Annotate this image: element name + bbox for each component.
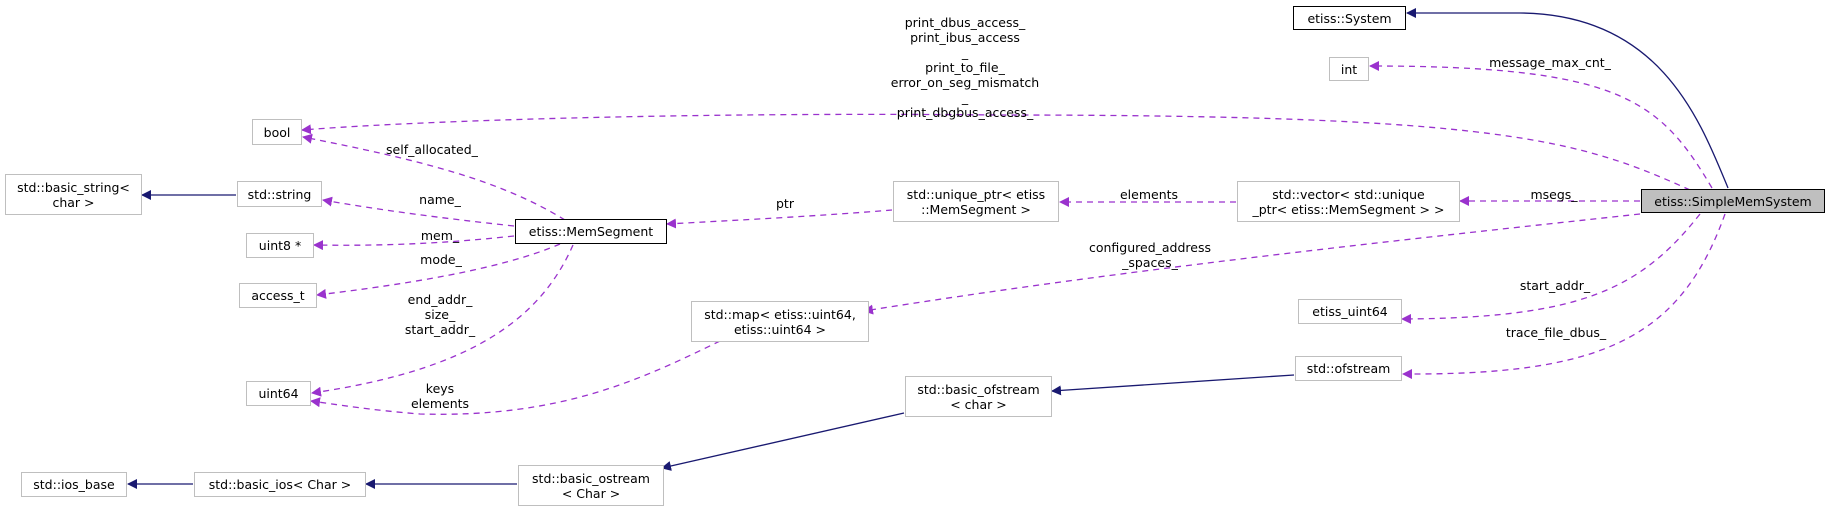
node-vector[interactable]: std::vector< std::unique _ptr< etiss::Me… bbox=[1237, 181, 1460, 222]
node-uint64[interactable]: uint64 bbox=[246, 381, 311, 406]
label-message-max-cnt: message_max_cnt_ bbox=[1489, 55, 1611, 70]
edge-simplememsystem-to-system bbox=[1406, 8, 1729, 189]
edge-memsegment-to-bool bbox=[302, 133, 566, 221]
node-std-string[interactable]: std::string bbox=[237, 181, 322, 207]
node-basic-string[interactable]: std::basic_string< char > bbox=[5, 174, 142, 215]
node-etiss-system[interactable]: etiss::System bbox=[1293, 6, 1406, 30]
node-bool[interactable]: bool bbox=[252, 119, 302, 145]
label-uint64-members: end_addr_ size_ start_addr_ bbox=[404, 292, 476, 337]
node-std-map[interactable]: std::map< etiss::uint64, etiss::uint64 > bbox=[691, 301, 869, 342]
label-bool-members: print_dbus_access_ print_ibus_access _ p… bbox=[890, 15, 1040, 120]
node-unique-ptr[interactable]: std::unique_ptr< etiss ::MemSegment > bbox=[893, 181, 1059, 222]
label-mode: mode_ bbox=[420, 252, 462, 267]
label-name: name_ bbox=[419, 192, 461, 207]
node-int[interactable]: int bbox=[1329, 57, 1369, 81]
edge-map-to-uint64 bbox=[310, 340, 721, 415]
label-configured-address-spaces: configured_address _spaces_ bbox=[1088, 240, 1212, 270]
node-access-t[interactable]: access_t bbox=[239, 283, 317, 308]
label-msegs: msegs_ bbox=[1530, 187, 1578, 202]
label-start-addr: start_addr_ bbox=[1519, 278, 1591, 293]
edge-simplememsystem-to-int bbox=[1369, 61, 1713, 189]
label-elements: elements bbox=[1119, 187, 1179, 202]
edge-memsegment-to-uint64 bbox=[311, 244, 574, 397]
node-uint8-ptr[interactable]: uint8 * bbox=[246, 233, 314, 258]
edge-memsegment-to-uint8 bbox=[313, 235, 515, 251]
edge-basic-ostream-to-basic-ofstream bbox=[661, 412, 905, 471]
node-basic-ostream[interactable]: std::basic_ostream < Char > bbox=[518, 465, 664, 506]
label-map-members: keys elements bbox=[410, 381, 470, 411]
label-ptr: ptr bbox=[776, 196, 794, 211]
label-self-allocated: self_allocated_ bbox=[386, 142, 478, 157]
node-ios-base[interactable]: std::ios_base bbox=[21, 472, 127, 497]
edge-simplememsystem-to-map bbox=[863, 213, 1641, 315]
edge-simplememsystem-to-etiss-uint64 bbox=[1401, 213, 1701, 324]
edge-ofstream-to-basic-ofstream bbox=[1051, 374, 1295, 396]
edge-simplememsystem-to-ofstream bbox=[1402, 213, 1726, 380]
label-mem: mem_ bbox=[420, 228, 460, 243]
node-etiss-memsegment[interactable]: etiss::MemSegment bbox=[515, 219, 667, 244]
node-basic-ofstream[interactable]: std::basic_ofstream < char > bbox=[905, 376, 1052, 417]
node-etiss-uint64[interactable]: etiss_uint64 bbox=[1298, 299, 1402, 324]
node-std-ofstream[interactable]: std::ofstream bbox=[1295, 356, 1402, 381]
edge-simplememsystem-to-bool bbox=[301, 113, 1691, 191]
label-trace-file-dbus: trace_file_dbus_ bbox=[1505, 325, 1607, 340]
node-simple-mem-system[interactable]: etiss::SimpleMemSystem bbox=[1641, 189, 1825, 213]
node-basic-ios[interactable]: std::basic_ios< Char > bbox=[194, 472, 366, 497]
edge-unique-ptr-to-memsegment bbox=[666, 209, 893, 229]
edge-memsegment-to-access-t bbox=[316, 243, 561, 299]
edge-memsegment-to-string bbox=[322, 196, 515, 227]
